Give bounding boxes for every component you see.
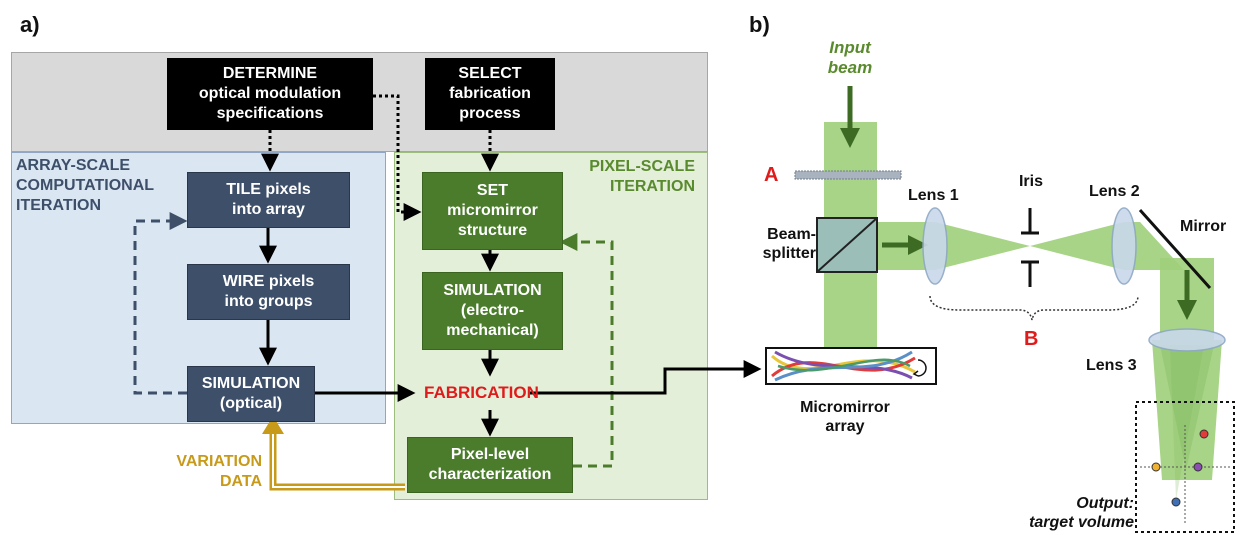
panel-a-label: a): [20, 12, 40, 37]
variation-data-line: [269, 430, 405, 491]
lens-3-label: Lens 3: [1086, 357, 1137, 374]
pixel-feedback-loop: [559, 233, 614, 468]
set-micromirror-box: SET micromirror structure: [422, 172, 563, 250]
panel-b-label: b): [749, 12, 770, 37]
target-point-red: [1199, 429, 1209, 439]
beamsplitter-label: Beam- splitter: [762, 226, 816, 262]
target-point-purple: [1193, 462, 1203, 472]
determine-box: DETERMINE optical modulation specificati…: [167, 58, 373, 130]
simulation-optical-box: SIMULATION (optical): [187, 366, 315, 422]
iris-label: Iris: [1018, 173, 1043, 190]
lens-2-shape: [1111, 207, 1137, 285]
fabrication-label: FABRICATION: [424, 383, 539, 402]
variation-data-label: VARIATION DATA: [176, 453, 262, 490]
target-point-blue: [1171, 497, 1181, 507]
lens-1-shape: [922, 207, 948, 285]
target-point-orange: [1151, 462, 1161, 472]
lens-2-label: Lens 2: [1089, 183, 1140, 200]
simulation-electromechanical-box: SIMULATION (electro- mechanical): [422, 272, 563, 350]
pixel-characterization-box: Pixel-level characterization: [407, 437, 573, 493]
fabrication-to-array-connector: [530, 360, 762, 395]
target-volume-box: [1135, 401, 1235, 533]
array-scale-label: ARRAY-SCALE COMPUTATIONAL ITERATION: [16, 157, 155, 214]
select-box: SELECT fabrication process: [425, 58, 555, 130]
output-cone: [1152, 340, 1222, 480]
array-feedback-loop: [133, 212, 188, 395]
determine-to-set-connector: [373, 94, 422, 221]
wire-box: WIRE pixels into groups: [187, 264, 350, 320]
marker-a: A: [764, 164, 779, 186]
element-a-plate: [794, 170, 902, 180]
tile-box: TILE pixels into array: [187, 172, 350, 228]
pixel-scale-label: PIXEL-SCALE ITERATION: [589, 158, 695, 195]
mirror-shape: [1138, 208, 1212, 290]
micromirror-array-label: Micromirror array: [800, 399, 890, 435]
lens-1-label: Lens 1: [908, 187, 959, 204]
focusing-cone: [935, 222, 1030, 270]
bracket-b: [929, 295, 1139, 321]
marker-b: B: [1024, 328, 1039, 350]
output-label: Output: target volume: [1029, 495, 1134, 531]
mirror-label: Mirror: [1180, 218, 1227, 235]
expanding-cone: [1030, 222, 1124, 270]
input-beam-label: Input beam: [827, 38, 873, 77]
variation-data-arrowhead: [262, 416, 284, 434]
lens-3-shape: [1148, 328, 1226, 352]
